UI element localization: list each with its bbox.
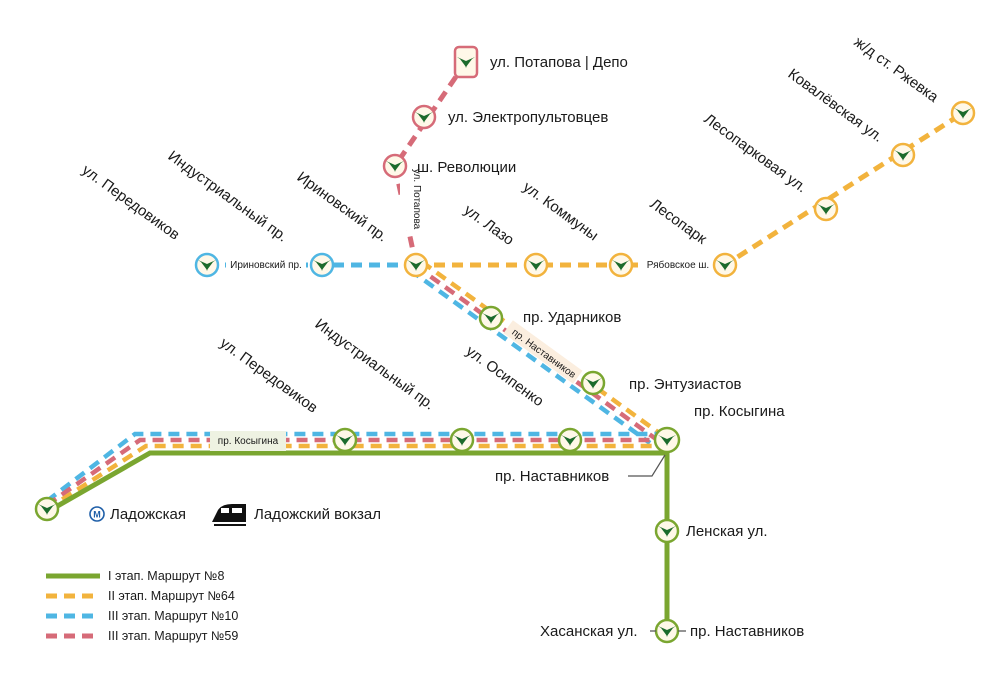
street-ryabovskoe: Рябовское ш. bbox=[647, 259, 709, 271]
ladozhskaya-transfer: М Ладожская Ладожский вокзал bbox=[89, 504, 381, 526]
stop-industrialny-top[interactable] bbox=[309, 252, 335, 278]
label-lazo: ул. Лазо bbox=[461, 201, 517, 248]
route-59-line-north bbox=[392, 60, 469, 266]
street-potapova: ул. Потапова bbox=[411, 169, 422, 230]
label-lesoparkovaya: Лесопарковая ул. bbox=[701, 110, 810, 196]
stop-lazo[interactable] bbox=[523, 252, 549, 278]
legend: I этап. Маршрут №8 II этап. Маршрут №64 … bbox=[46, 569, 238, 643]
legend-route-8: I этап. Маршрут №8 bbox=[108, 569, 224, 583]
street-nastavnikov: пр. Наставников bbox=[509, 327, 577, 381]
stop-elektropultovtsev[interactable] bbox=[411, 104, 437, 130]
route-10-line-nastavnikov bbox=[408, 268, 652, 445]
legend-route-64: II этап. Маршрут №64 bbox=[108, 589, 235, 603]
stop-peredovikov-top[interactable] bbox=[194, 252, 220, 278]
route-64-line-kosygina bbox=[45, 443, 667, 511]
route-10-line-kosygina bbox=[45, 431, 667, 503]
label-udarnikov: пр. Ударников bbox=[523, 309, 621, 326]
stop-entuziastov[interactable] bbox=[580, 370, 606, 396]
label-lenskaya: Ленская ул. bbox=[686, 523, 768, 540]
label-ladozhsky-vokzal: Ладожский вокзал bbox=[254, 506, 381, 523]
label-nastavnikov-end: пр. Наставников bbox=[690, 623, 804, 640]
label-khasanskaya: Хасанская ул. bbox=[540, 623, 638, 640]
label-peredovikov-bottom: ул. Передовиков bbox=[217, 334, 321, 416]
stop-potapova-depo[interactable] bbox=[453, 45, 479, 79]
stop-irinovsky[interactable] bbox=[403, 252, 429, 278]
label-peredovikov-top: ул. Передовиков bbox=[79, 161, 183, 243]
stop-revolyutsii[interactable] bbox=[382, 153, 408, 179]
stop-udarnikov[interactable] bbox=[478, 305, 504, 331]
street-irinovsky: Ириновский пр. bbox=[230, 260, 302, 271]
route-59-line-kosygina bbox=[45, 437, 667, 507]
label-ladozhskaya: Ладожская bbox=[110, 506, 186, 523]
stop-lesopark[interactable] bbox=[712, 252, 738, 278]
street-kosygina: пр. Косыгина bbox=[218, 436, 279, 447]
stops bbox=[34, 45, 976, 644]
label-industrialny-bottom: Индустриальный пр. bbox=[312, 315, 438, 413]
route-lines bbox=[45, 60, 965, 631]
stop-lesoparkovaya[interactable] bbox=[813, 196, 839, 222]
stop-kosygina[interactable] bbox=[653, 426, 681, 454]
stop-kommuny[interactable] bbox=[608, 252, 634, 278]
train-icon bbox=[212, 504, 246, 526]
legend-route-10: III этап. Маршрут №10 bbox=[108, 609, 238, 623]
stop-osipenko[interactable] bbox=[557, 427, 583, 453]
label-rzhevka: ж/д ст. Ржевка bbox=[851, 33, 942, 106]
stop-kovalevskaya[interactable] bbox=[890, 142, 916, 168]
label-elektropultovtsev: ул. Электропультовцев bbox=[448, 109, 608, 126]
metro-icon: М bbox=[89, 506, 105, 522]
stop-lenskaya[interactable] bbox=[654, 518, 680, 544]
label-industrialny-top: Индустриальный пр. bbox=[165, 147, 291, 245]
label-irinovsky: Ириновский пр. bbox=[294, 168, 391, 245]
stop-ladozhskaya[interactable] bbox=[34, 496, 60, 522]
label-kovalevskaya: Ковалёвская ул. bbox=[785, 65, 887, 145]
label-entuziastov: пр. Энтузиастов bbox=[629, 376, 742, 393]
label-kommuny: ул. Коммуны bbox=[520, 178, 602, 244]
label-kosygina: пр. Косыгина bbox=[694, 403, 785, 420]
stop-rzhevka[interactable] bbox=[950, 100, 976, 126]
svg-text:М: М bbox=[93, 510, 101, 520]
stop-peredovikov-bottom[interactable] bbox=[332, 427, 358, 453]
label-lesopark: Лесопарк bbox=[647, 195, 710, 248]
legend-route-59: III этап. Маршрут №59 bbox=[108, 629, 238, 643]
label-potapova-depo: ул. Потапова | Депо bbox=[490, 54, 628, 71]
stop-khasanskaya[interactable] bbox=[654, 618, 680, 644]
label-nastavnikov-junction: пр. Наставников bbox=[495, 468, 609, 485]
stop-industrialny-bottom[interactable] bbox=[449, 427, 475, 453]
label-revolyutsii: ш. Революции bbox=[417, 159, 516, 176]
